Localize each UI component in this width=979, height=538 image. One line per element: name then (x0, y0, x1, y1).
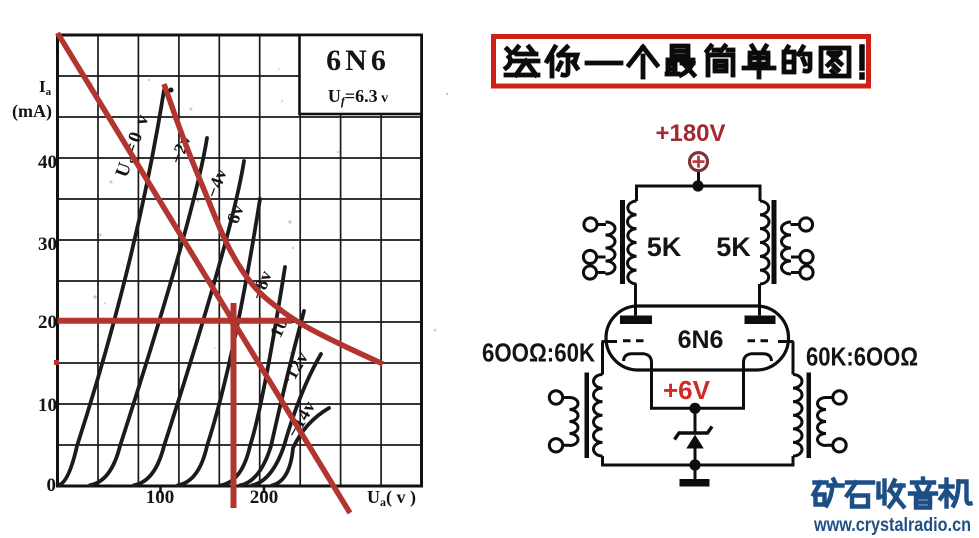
svg-text:Ua( v ): Ua( v ) (367, 487, 416, 509)
svg-text:0: 0 (47, 475, 57, 496)
svg-text:60K:6OOΩ: 60K:6OOΩ (806, 342, 918, 372)
svg-text:30: 30 (38, 234, 57, 255)
svg-text:40: 40 (38, 152, 57, 173)
svg-text:6N6: 6N6 (678, 326, 724, 354)
svg-text:+180V: +180V (655, 120, 725, 147)
svg-text:20: 20 (38, 312, 57, 333)
svg-text:+6V: +6V (663, 375, 711, 405)
svg-text:5K: 5K (716, 232, 751, 262)
svg-text:www.crystalradio.cn: www.crystalradio.cn (813, 515, 971, 536)
svg-text:(mA): (mA) (12, 101, 52, 122)
svg-text:6N6: 6N6 (326, 44, 390, 77)
svg-text:200: 200 (250, 487, 279, 508)
svg-text:10: 10 (38, 395, 57, 416)
svg-text:6OOΩ:60K: 6OOΩ:60K (482, 338, 595, 368)
svg-text:100: 100 (146, 487, 175, 508)
svg-text:5K: 5K (647, 232, 682, 262)
